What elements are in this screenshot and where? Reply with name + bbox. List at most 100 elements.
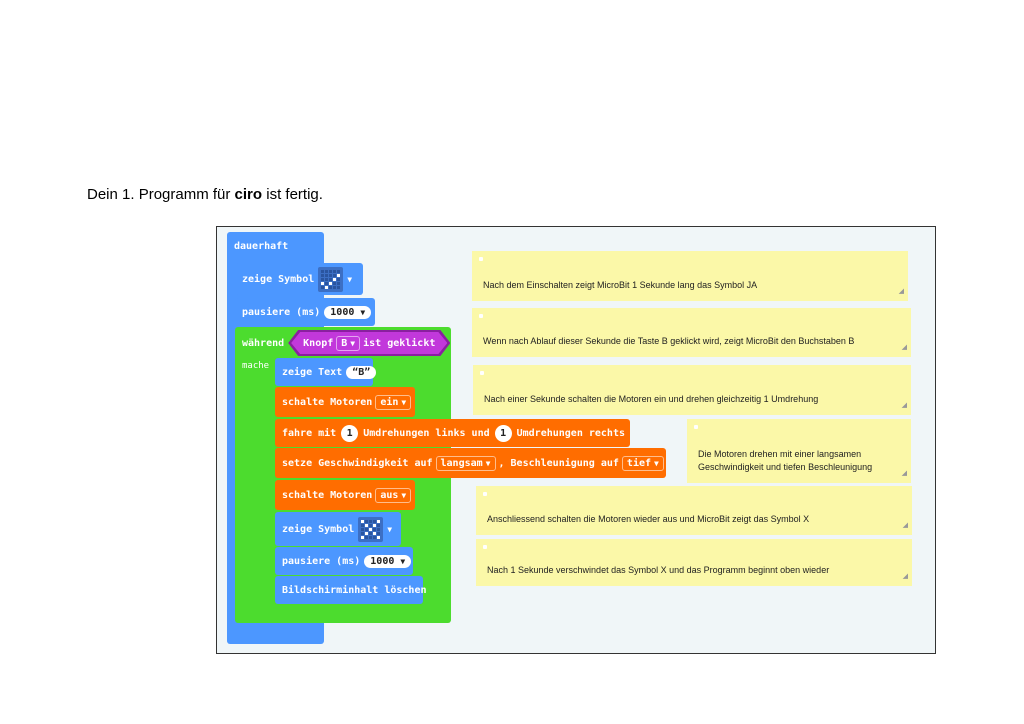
led-pixel [333,273,337,277]
pause-label-2: pausiere (ms) [282,555,361,567]
resize-handle-icon[interactable]: ◢ [901,402,907,409]
chevron-down-icon: ▼ [401,397,407,407]
led-pixel [373,527,377,531]
led-pixel [373,519,377,523]
drive-left-label: Umdrehungen links und [363,427,490,439]
x-icon-matrix[interactable] [358,516,384,542]
note-collapse-icon[interactable] [483,492,487,496]
led-pixel [373,535,377,539]
motors-off-block[interactable]: schalte Motoren aus▼ [275,480,415,510]
motors-on-block[interactable]: schalte Motoren ein▼ [275,387,415,417]
chevron-down-icon: ▼ [360,307,366,317]
show-icon-label: zeige Symbol [242,273,315,285]
show-icon-block-2[interactable]: zeige Symbol ▼ [275,512,401,546]
led-pixel [365,531,369,535]
pause-value-2[interactable]: 1000 ▼ [364,554,412,568]
pause-block[interactable]: pausiere (ms) 1000 ▼ [235,298,375,326]
chevron-down-icon: ▼ [400,556,406,566]
led-pixel [321,277,325,281]
chevron-down-icon: ▼ [401,490,407,500]
set-speed-block[interactable]: setze Geschwindigkeit auf langsam▼ , Bes… [275,448,666,478]
drive-right-input[interactable]: 1 [494,424,512,442]
chevron-down-icon: ▼ [485,458,491,468]
resize-handle-icon[interactable]: ◢ [902,522,908,529]
accel-dropdown[interactable]: tief▼ [621,455,664,471]
show-text-label: zeige Text [282,366,343,378]
show-icon-block[interactable]: zeige Symbol ▼ [235,263,363,295]
button-condition[interactable]: Knopf B▼ ist geklickt [288,330,450,356]
do-label-wrap: mache [235,359,269,373]
led-pixel [373,531,377,535]
led-pixel [361,535,365,539]
note-collapse-icon[interactable] [694,425,698,429]
led-pixel [333,277,337,281]
led-pixel [361,527,365,531]
clear-screen-label: Bildschirminhalt löschen [282,584,427,596]
note-collapse-icon[interactable] [480,371,484,375]
pause-value[interactable]: 1000 ▼ [324,305,372,319]
clear-screen-block[interactable]: Bildschirminhalt löschen [275,576,427,604]
comment-note[interactable]: Wenn nach Ablauf dieser Sekunde die Tast… [472,308,911,357]
note-text: Die Motoren drehen mit einer langsamen G… [698,449,873,472]
note-text: Nach 1 Sekunde verschwindet das Symbol X… [487,565,830,575]
led-pixel [377,535,381,539]
note-collapse-icon[interactable] [483,545,487,549]
motors-on-dropdown[interactable]: ein▼ [375,394,412,410]
intro-text: Dein 1. Programm für ciro ist fertig. [87,186,323,203]
yes-icon-matrix[interactable] [318,266,344,292]
led-pixel [325,277,329,281]
led-pixel [369,527,373,531]
led-pixel [337,285,341,289]
pause-value-text-2: 1000 [370,555,395,567]
comment-note[interactable]: Nach 1 Sekunde verschwindet das Symbol X… [476,539,912,586]
led-pixel [361,519,365,523]
led-pixel [369,519,373,523]
set-speed-label: setze Geschwindigkeit auf [282,457,433,469]
do-label: mache [242,361,270,371]
chevron-down-icon[interactable]: ▼ [387,524,393,534]
drive-left-input[interactable]: 1 [341,424,359,442]
chevron-down-icon[interactable]: ▼ [347,274,353,284]
drive-block[interactable]: fahre mit 1 Umdrehungen links und 1 Umdr… [275,419,630,447]
led-pixel [325,269,329,273]
led-pixel [369,523,373,527]
speed-dropdown[interactable]: langsam▼ [435,455,496,471]
chevron-down-icon: ▼ [350,338,356,348]
chevron-down-icon: ▼ [654,458,659,468]
resize-handle-icon[interactable]: ◢ [898,288,904,295]
intro-before: Dein 1. Programm für [87,186,235,203]
comment-note[interactable]: Anschliessend schalten die Motoren wiede… [476,486,912,535]
show-icon-label-2: zeige Symbol [282,523,355,535]
show-text-value[interactable]: “B” [346,365,377,379]
accel-label: , Beschleunigung auf [498,457,619,469]
while-header: während Knopf B▼ ist geklickt [235,330,450,356]
led-pixel [337,277,341,281]
button-dropdown[interactable]: B▼ [336,336,360,351]
resize-handle-icon[interactable]: ◢ [902,573,908,580]
led-pixel [333,269,337,273]
led-pixel [337,269,341,273]
comment-note[interactable]: Nach einer Sekunde schalten die Motoren … [473,365,911,415]
led-pixel [361,531,365,535]
led-pixel [373,523,377,527]
show-text-block[interactable]: zeige Text “B” [275,358,377,386]
drive-right-value: 1 [500,427,507,439]
note-text: Wenn nach Ablauf dieser Sekunde die Tast… [483,336,855,346]
resize-handle-icon[interactable]: ◢ [901,470,907,477]
pause-value-text: 1000 [330,306,355,318]
motors-off-dropdown[interactable]: aus▼ [375,487,412,503]
pause-block-2[interactable]: pausiere (ms) 1000 ▼ [275,547,413,575]
drive-left-value: 1 [346,427,353,439]
note-collapse-icon[interactable] [479,314,483,318]
led-pixel [333,281,337,285]
button-value: B [341,337,348,349]
led-pixel [369,535,373,539]
comment-note[interactable]: Nach dem Einschalten zeigt MicroBit 1 Se… [472,251,908,301]
led-pixel [365,519,369,523]
resize-handle-icon[interactable]: ◢ [901,344,907,351]
comment-note[interactable]: Die Motoren drehen mit einer langsamen G… [687,419,911,483]
motors-off-value: aus [380,489,399,501]
motors-on-label: schalte Motoren [282,396,373,408]
note-collapse-icon[interactable] [479,257,483,261]
led-pixel [329,273,333,277]
